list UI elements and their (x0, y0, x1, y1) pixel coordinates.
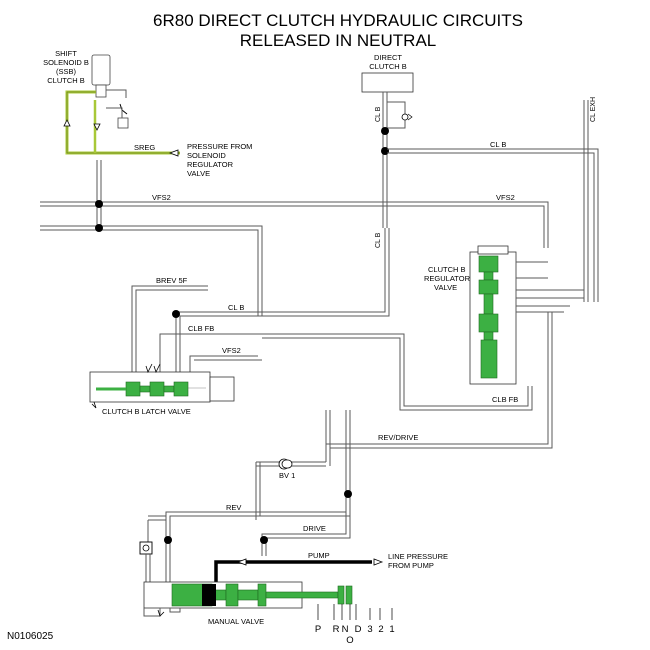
manual-valve-label: MANUAL VALVE (208, 617, 264, 626)
sreg-circuit (63, 90, 180, 157)
sreg-label: SREG (134, 143, 155, 152)
solenoid-label-4: CLUTCH B (47, 76, 85, 85)
pressure-in-arrow-icon (168, 149, 179, 157)
rev-check-valve (139, 515, 166, 582)
solenoid-label-3: (SSB) (56, 67, 77, 76)
bv1-label: BV 1 (279, 471, 295, 480)
rev-label: REV (226, 503, 241, 512)
clb-right-label: CL B (490, 140, 506, 149)
junction-clb-1 (381, 127, 389, 135)
junction-rev-2 (164, 536, 172, 544)
clutch-b-regulator-valve (469, 245, 584, 385)
clb-fb-right-label: CLB FB (492, 395, 518, 404)
regulator-label-3: VALVE (434, 283, 457, 292)
cl-exh-label: CL EXH (590, 97, 597, 122)
sreg-arrow-down-icon (93, 123, 101, 131)
pump-in-arrow-icon (373, 558, 384, 566)
check-ball-icon (401, 113, 409, 121)
solenoid-label-2: SOLENOID B (43, 58, 89, 67)
line-pressure-label-2: FROM PUMP (388, 561, 434, 570)
regulator-label-1: CLUTCH B (428, 265, 466, 274)
gear-position-scale (317, 604, 393, 620)
pump-label: PUMP (308, 551, 330, 560)
rev-drive-label: REV/DRIVE (378, 433, 418, 442)
title-line-2: RELEASED IN NEUTRAL (240, 31, 437, 50)
junction-vfs2-2 (95, 224, 103, 232)
pressure-from-label-3: REGULATOR (187, 160, 234, 169)
gear-n: N (342, 624, 349, 635)
pump-flow-arrow-icon (236, 558, 247, 566)
junction-clb-latch (172, 310, 180, 318)
gear-r: R (333, 624, 340, 635)
gear-1: 1 (389, 624, 394, 635)
junction-vfs2-1 (95, 200, 103, 208)
junction-clb-2 (381, 147, 389, 155)
direct-clutch-label-1: DIRECT (374, 53, 402, 62)
direct-clutch-b (361, 72, 414, 228)
pressure-from-label-1: PRESSURE FROM (187, 142, 252, 151)
solenoid-label-1: SHIFT (55, 49, 77, 58)
clb-vertical-mid-label: CL B (375, 232, 382, 248)
junction-rev (344, 490, 352, 498)
clb-vertical-top-label: CL B (375, 106, 382, 122)
regulator-label-2: REGULATOR (424, 274, 471, 283)
vfs2-latch-label: VFS2 (222, 346, 241, 355)
gear-3: 3 (367, 624, 372, 635)
sreg-arrow-up-icon (63, 119, 71, 127)
exhaust-arrow-icon (91, 401, 97, 409)
bv1-ball-valve (255, 410, 331, 520)
vfs2-right-label: VFS2 (496, 193, 515, 202)
direct-clutch-label-2: CLUTCH B (369, 62, 407, 71)
exhaust-check-icon-1 (145, 363, 153, 374)
pressure-from-label-2: SOLENOID (187, 151, 226, 160)
gear-2: 2 (378, 624, 383, 635)
manual-exhaust-arrow-icon (157, 609, 165, 617)
clb-latch-label: CL B (228, 303, 244, 312)
vfs2-top-label: VFS2 (152, 193, 171, 202)
figure-id: N0106025 (7, 631, 54, 642)
latch-valve-label: CLUTCH B LATCH VALVE (102, 407, 191, 416)
gear-p: P (315, 624, 321, 635)
junction-drive (260, 536, 268, 544)
line-pressure-label-1: LINE PRESSURE (388, 552, 448, 561)
gear-d: D (355, 624, 362, 635)
gear-overdrive: O (346, 635, 353, 646)
clutch-b-latch-valve (89, 363, 235, 409)
drive-label: DRIVE (303, 524, 326, 533)
manual-valve (143, 581, 353, 617)
shift-solenoid-b (91, 54, 129, 129)
vfs2-top-passage (40, 201, 549, 316)
exhaust-check-icon-2 (153, 363, 161, 374)
pressure-from-label-4: VALVE (187, 169, 210, 178)
clb-fb-latch-label: CLB FB (188, 324, 214, 333)
title-line-1: 6R80 DIRECT CLUTCH HYDRAULIC CIRCUITS (153, 11, 523, 30)
brev5f-label: BREV 5F (156, 276, 188, 285)
